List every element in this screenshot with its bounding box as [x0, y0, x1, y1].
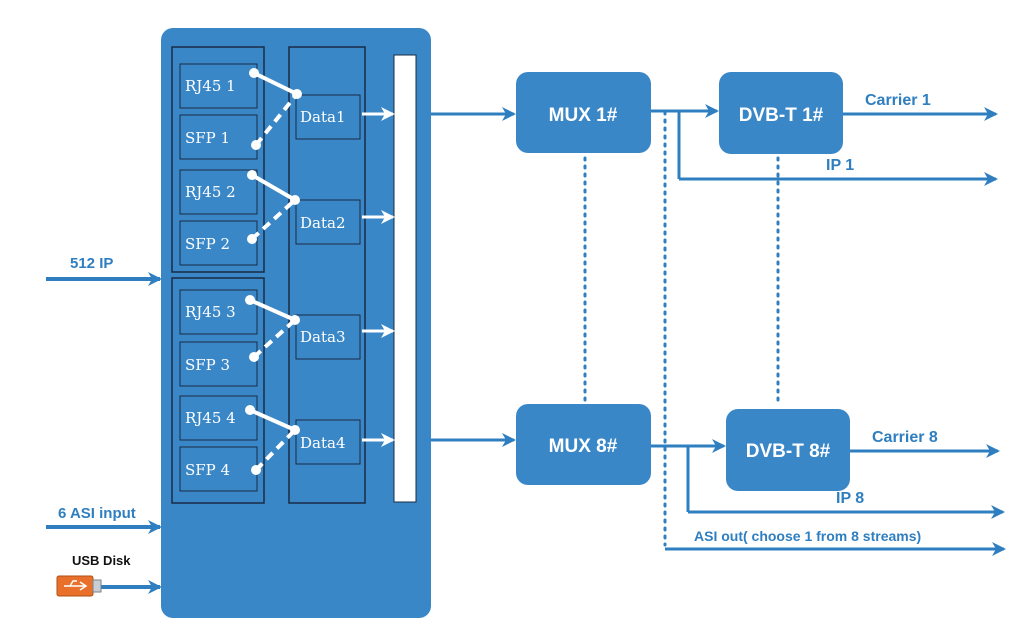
port-group-bottom: [171, 277, 265, 504]
sfp-3-box: [179, 341, 258, 387]
data-3-label: Data3: [300, 328, 345, 346]
carrier8-label: Carrier 8: [872, 429, 938, 446]
rj45-4-label: RJ45 4: [185, 409, 236, 427]
switch-4: [245, 405, 300, 475]
rj45-1-label: RJ45 1: [185, 77, 236, 95]
rj45-4-box: [179, 395, 258, 441]
mux-8-label: MUX 8#: [549, 436, 618, 457]
rj45-3-box: [179, 289, 258, 335]
data-3-box: [295, 314, 361, 360]
carrier1-label: Carrier 1: [865, 92, 931, 109]
sfp-3-label: SFP 3: [185, 356, 230, 374]
sfp-2-label: SFP 2: [185, 235, 230, 253]
rj45-2-box: [179, 169, 258, 215]
rj45-1-box: [179, 63, 258, 109]
switch-1: [249, 68, 302, 150]
combiner-bar: [393, 54, 417, 503]
dvbt-1-label: DVB-T 1#: [739, 105, 824, 126]
port-group-top: [171, 46, 265, 273]
ip8-label: IP 8: [836, 490, 864, 507]
ip1-label: IP 1: [826, 157, 854, 174]
data-4-label: Data4: [300, 434, 345, 452]
data-4-box: [295, 419, 361, 465]
mux-1-label: MUX 1#: [549, 105, 618, 126]
sfp-2-box: [179, 220, 258, 266]
rj45-3-label: RJ45 3: [185, 303, 236, 321]
dvbt-8-box: [726, 409, 850, 491]
data-2-label: Data2: [300, 214, 345, 232]
mux-1-box: [516, 72, 651, 153]
asi-out-label: ASI out( choose 1 from 8 streams): [694, 528, 921, 544]
usb-input-label: USB Disk: [72, 553, 131, 568]
data-1-label: Data1: [300, 108, 345, 126]
switch-3: [245, 295, 300, 362]
dvbt-1-box: [719, 72, 843, 154]
rj45-2-label: RJ45 2: [185, 183, 236, 201]
asi-input-label: 6 ASI input: [58, 505, 136, 522]
usb-drive-icon: [56, 575, 102, 597]
sfp-1-label: SFP 1: [185, 129, 230, 147]
data-column: [288, 46, 366, 504]
data-1-box: [295, 94, 361, 140]
dvbt-8-label: DVB-T 8#: [746, 441, 831, 462]
ip-input-label: 512 IP: [70, 255, 113, 272]
data-2-box: [295, 199, 361, 245]
sfp-4-label: SFP 4: [185, 461, 230, 479]
switch-2: [247, 170, 300, 244]
sfp-1-box: [179, 114, 258, 160]
mux-8-box: [516, 404, 651, 485]
